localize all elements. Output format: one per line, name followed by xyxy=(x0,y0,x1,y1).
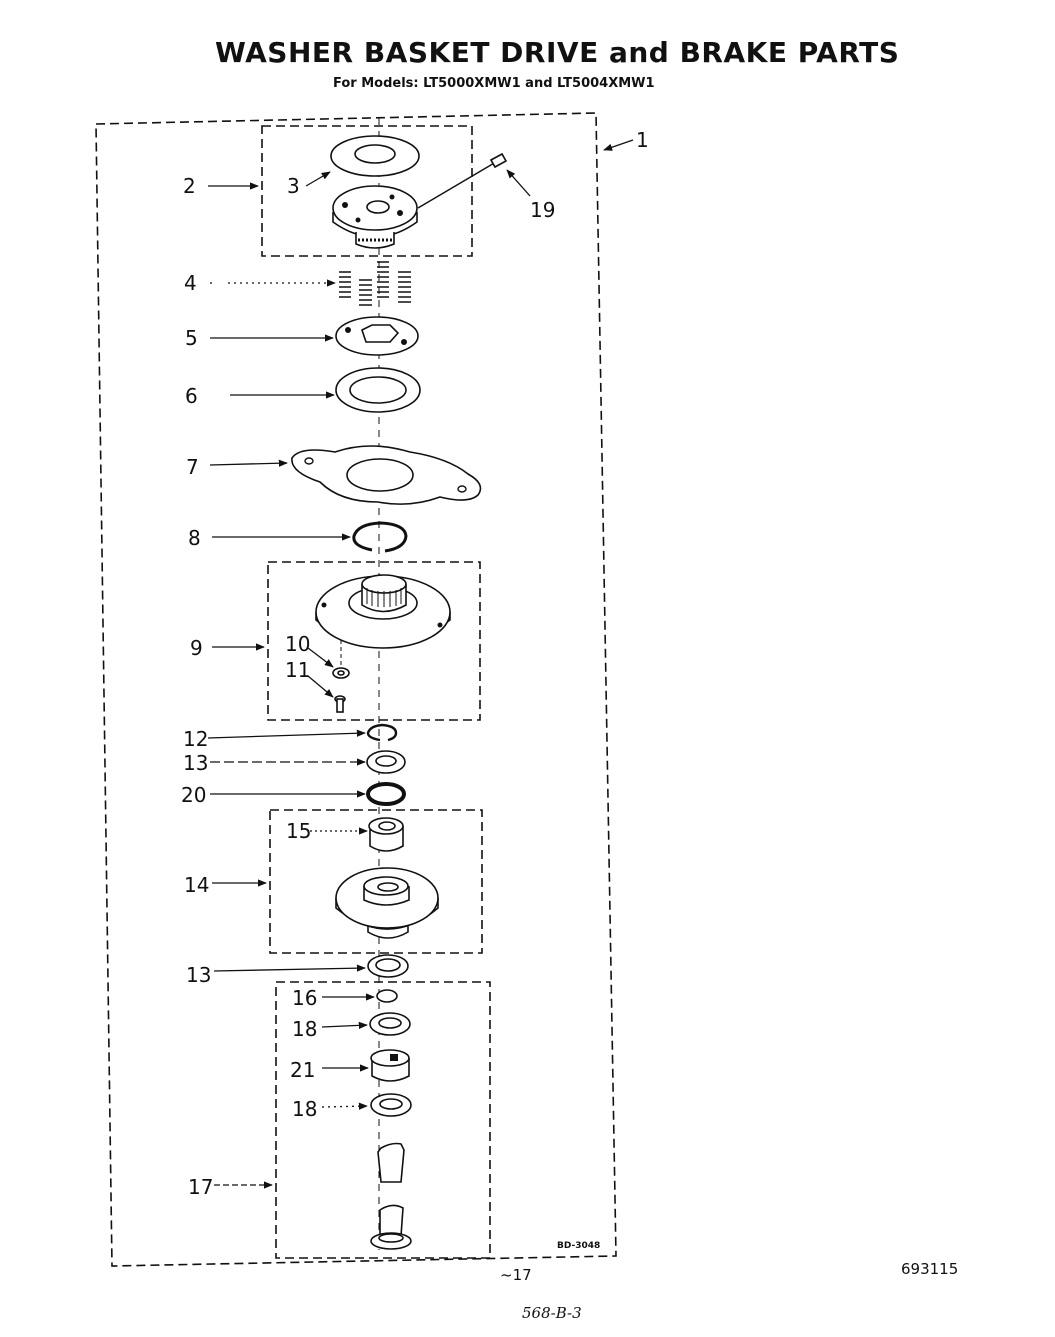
drawing-code: BD-3048 xyxy=(557,1241,600,1251)
leader-lines xyxy=(207,139,634,1189)
callout-16: 16 xyxy=(292,986,317,1010)
callout-12: 12 xyxy=(183,727,208,751)
callout-20: 20 xyxy=(181,783,206,807)
models-subtitle: For Models: LT5000XMW1 and LT5004XMW1 xyxy=(333,76,655,91)
group-box-17 xyxy=(275,981,491,1259)
part-12-snap-ring xyxy=(366,723,398,742)
part-20-seal xyxy=(366,782,406,806)
callout-10: 10 xyxy=(285,632,310,656)
callout-1: 1 xyxy=(636,128,649,152)
group-box-2 xyxy=(261,125,473,257)
callout-6: 6 xyxy=(185,384,198,408)
callout-13-upper: 13 xyxy=(183,751,208,775)
part-8-snap-ring xyxy=(352,521,408,553)
part-13-upper-washer xyxy=(366,750,406,774)
callout-11: 11 xyxy=(285,658,310,682)
handwritten-note: 568-B-3 xyxy=(522,1304,582,1322)
part-9-housing xyxy=(315,574,451,649)
callout-4: 4 xyxy=(184,271,197,295)
part-21-bearing xyxy=(370,1049,410,1082)
callout-19: 19 xyxy=(530,198,555,222)
callout-14: 14 xyxy=(184,873,209,897)
callout-3: 3 xyxy=(287,174,300,198)
callout-8: 8 xyxy=(188,526,201,550)
callout-18-lower: 18 xyxy=(292,1097,317,1121)
part-number: 693115 xyxy=(901,1260,958,1278)
callout-5: 5 xyxy=(185,326,198,350)
part-11-screw xyxy=(334,695,346,713)
part-4-springs xyxy=(339,261,411,306)
callout-9: 9 xyxy=(190,636,203,660)
part-7-bracket xyxy=(291,445,482,505)
part-15-bearing xyxy=(368,817,404,852)
part-2-drive-hub xyxy=(332,185,418,249)
part-16-ring xyxy=(376,989,398,1003)
callout-2: 2 xyxy=(183,174,196,198)
callout-17: 17 xyxy=(188,1175,213,1199)
part-6-ring xyxy=(335,367,421,413)
part-14-hub xyxy=(335,867,439,939)
part-17-shaft xyxy=(370,1142,412,1250)
group-box-14 xyxy=(269,809,483,954)
part-18-lower-washer xyxy=(370,1093,412,1117)
page-title: WASHER BASKET DRIVE and BRAKE PARTS xyxy=(215,36,900,69)
part-5-plate xyxy=(335,316,419,356)
callout-17-bottom: ~17 xyxy=(500,1266,532,1284)
callout-labels: 1 2 3 19 4 5 6 7 8 9 10 11 12 13 20 15 1… xyxy=(181,128,649,1284)
part-10-washer xyxy=(332,667,350,679)
part-19-pin xyxy=(417,152,508,209)
part-13-lower-washer xyxy=(367,954,409,978)
callout-21: 21 xyxy=(290,1058,315,1082)
part-18-upper-washer xyxy=(369,1012,411,1036)
callout-13-lower: 13 xyxy=(186,963,211,987)
group-box-9 xyxy=(267,561,481,721)
assembly-outline xyxy=(95,112,617,1267)
part-3-washer xyxy=(330,135,420,177)
callout-18-upper: 18 xyxy=(292,1017,317,1041)
callout-7: 7 xyxy=(186,455,199,479)
callout-15: 15 xyxy=(286,819,311,843)
